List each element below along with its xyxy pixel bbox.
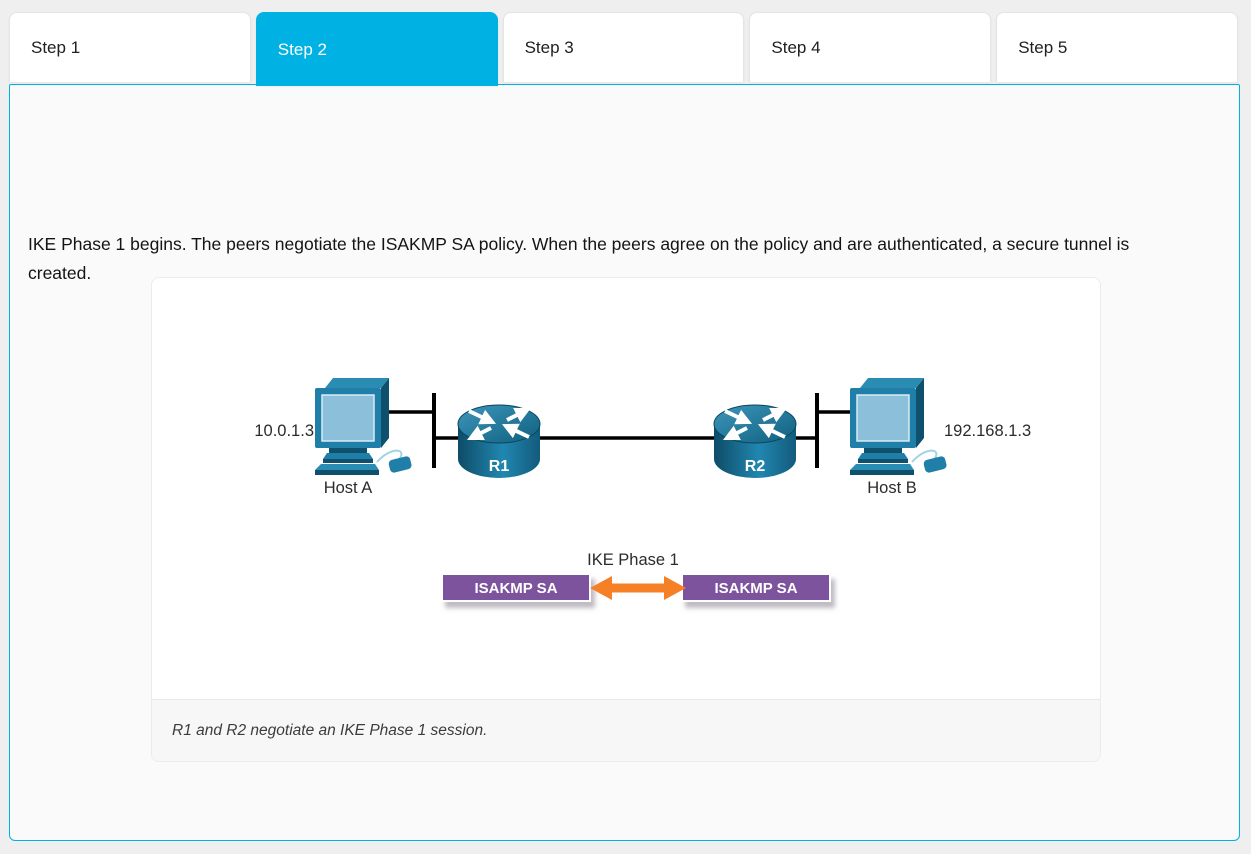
figure-footer: R1 and R2 negotiate an IKE Phase 1 sessi… (152, 699, 1100, 761)
step-content-panel: IKE Phase 1 begins. The peers negotiate … (9, 84, 1240, 841)
tab-step-1[interactable]: Step 1 (9, 12, 251, 82)
isakmp-sa-left-label: ISAKMP SA (474, 580, 557, 597)
step-description: IKE Phase 1 begins. The peers negotiate … (28, 234, 1130, 283)
network-diagram-svg: R1 R2 10.0.1.3 192.168.1.3 Host A Host B… (254, 377, 1031, 602)
tab-step-1-label: Step 1 (31, 37, 81, 57)
tab-step-5-label: Step 5 (1018, 37, 1068, 57)
isakmp-sa-right-label: ISAKMP SA (714, 580, 797, 597)
host-b-computer-icon (849, 377, 949, 476)
tab-step-3-label: Step 3 (524, 37, 574, 57)
host-a-computer-icon (314, 377, 414, 476)
tab-step-5[interactable]: Step 5 (996, 12, 1238, 82)
tab-step-3[interactable]: Step 3 (502, 12, 745, 82)
router-r1-label: R1 (489, 458, 510, 475)
tab-step-2-label: Step 2 (277, 39, 327, 59)
isakmp-sa-box-left (441, 573, 591, 602)
host-a-label: Host A (324, 479, 373, 497)
tab-step-4[interactable]: Step 4 (749, 12, 992, 82)
figure-card: R1 R2 10.0.1.3 192.168.1.3 Host A Host B… (151, 277, 1101, 762)
host-b-label: Host B (867, 479, 917, 497)
tab-step-2[interactable]: Step 2 (255, 12, 498, 86)
ike-phase-label: IKE Phase 1 (587, 551, 679, 569)
isakmp-sa-box-right (681, 573, 831, 602)
host-a-ip-label: 10.0.1.3 (254, 422, 314, 440)
figure-caption: R1 and R2 negotiate an IKE Phase 1 sessi… (172, 721, 488, 739)
router-r2-label: R2 (745, 458, 766, 475)
step-tabbar: Step 1 Step 2 Step 3 Step 4 Step 5 (9, 12, 1238, 86)
tab-step-4-label: Step 4 (771, 37, 821, 57)
negotiation-double-arrow-icon (590, 576, 686, 600)
host-b-ip-label: 192.168.1.3 (944, 422, 1031, 440)
network-diagram: R1 R2 10.0.1.3 192.168.1.3 Host A Host B… (152, 278, 1100, 699)
